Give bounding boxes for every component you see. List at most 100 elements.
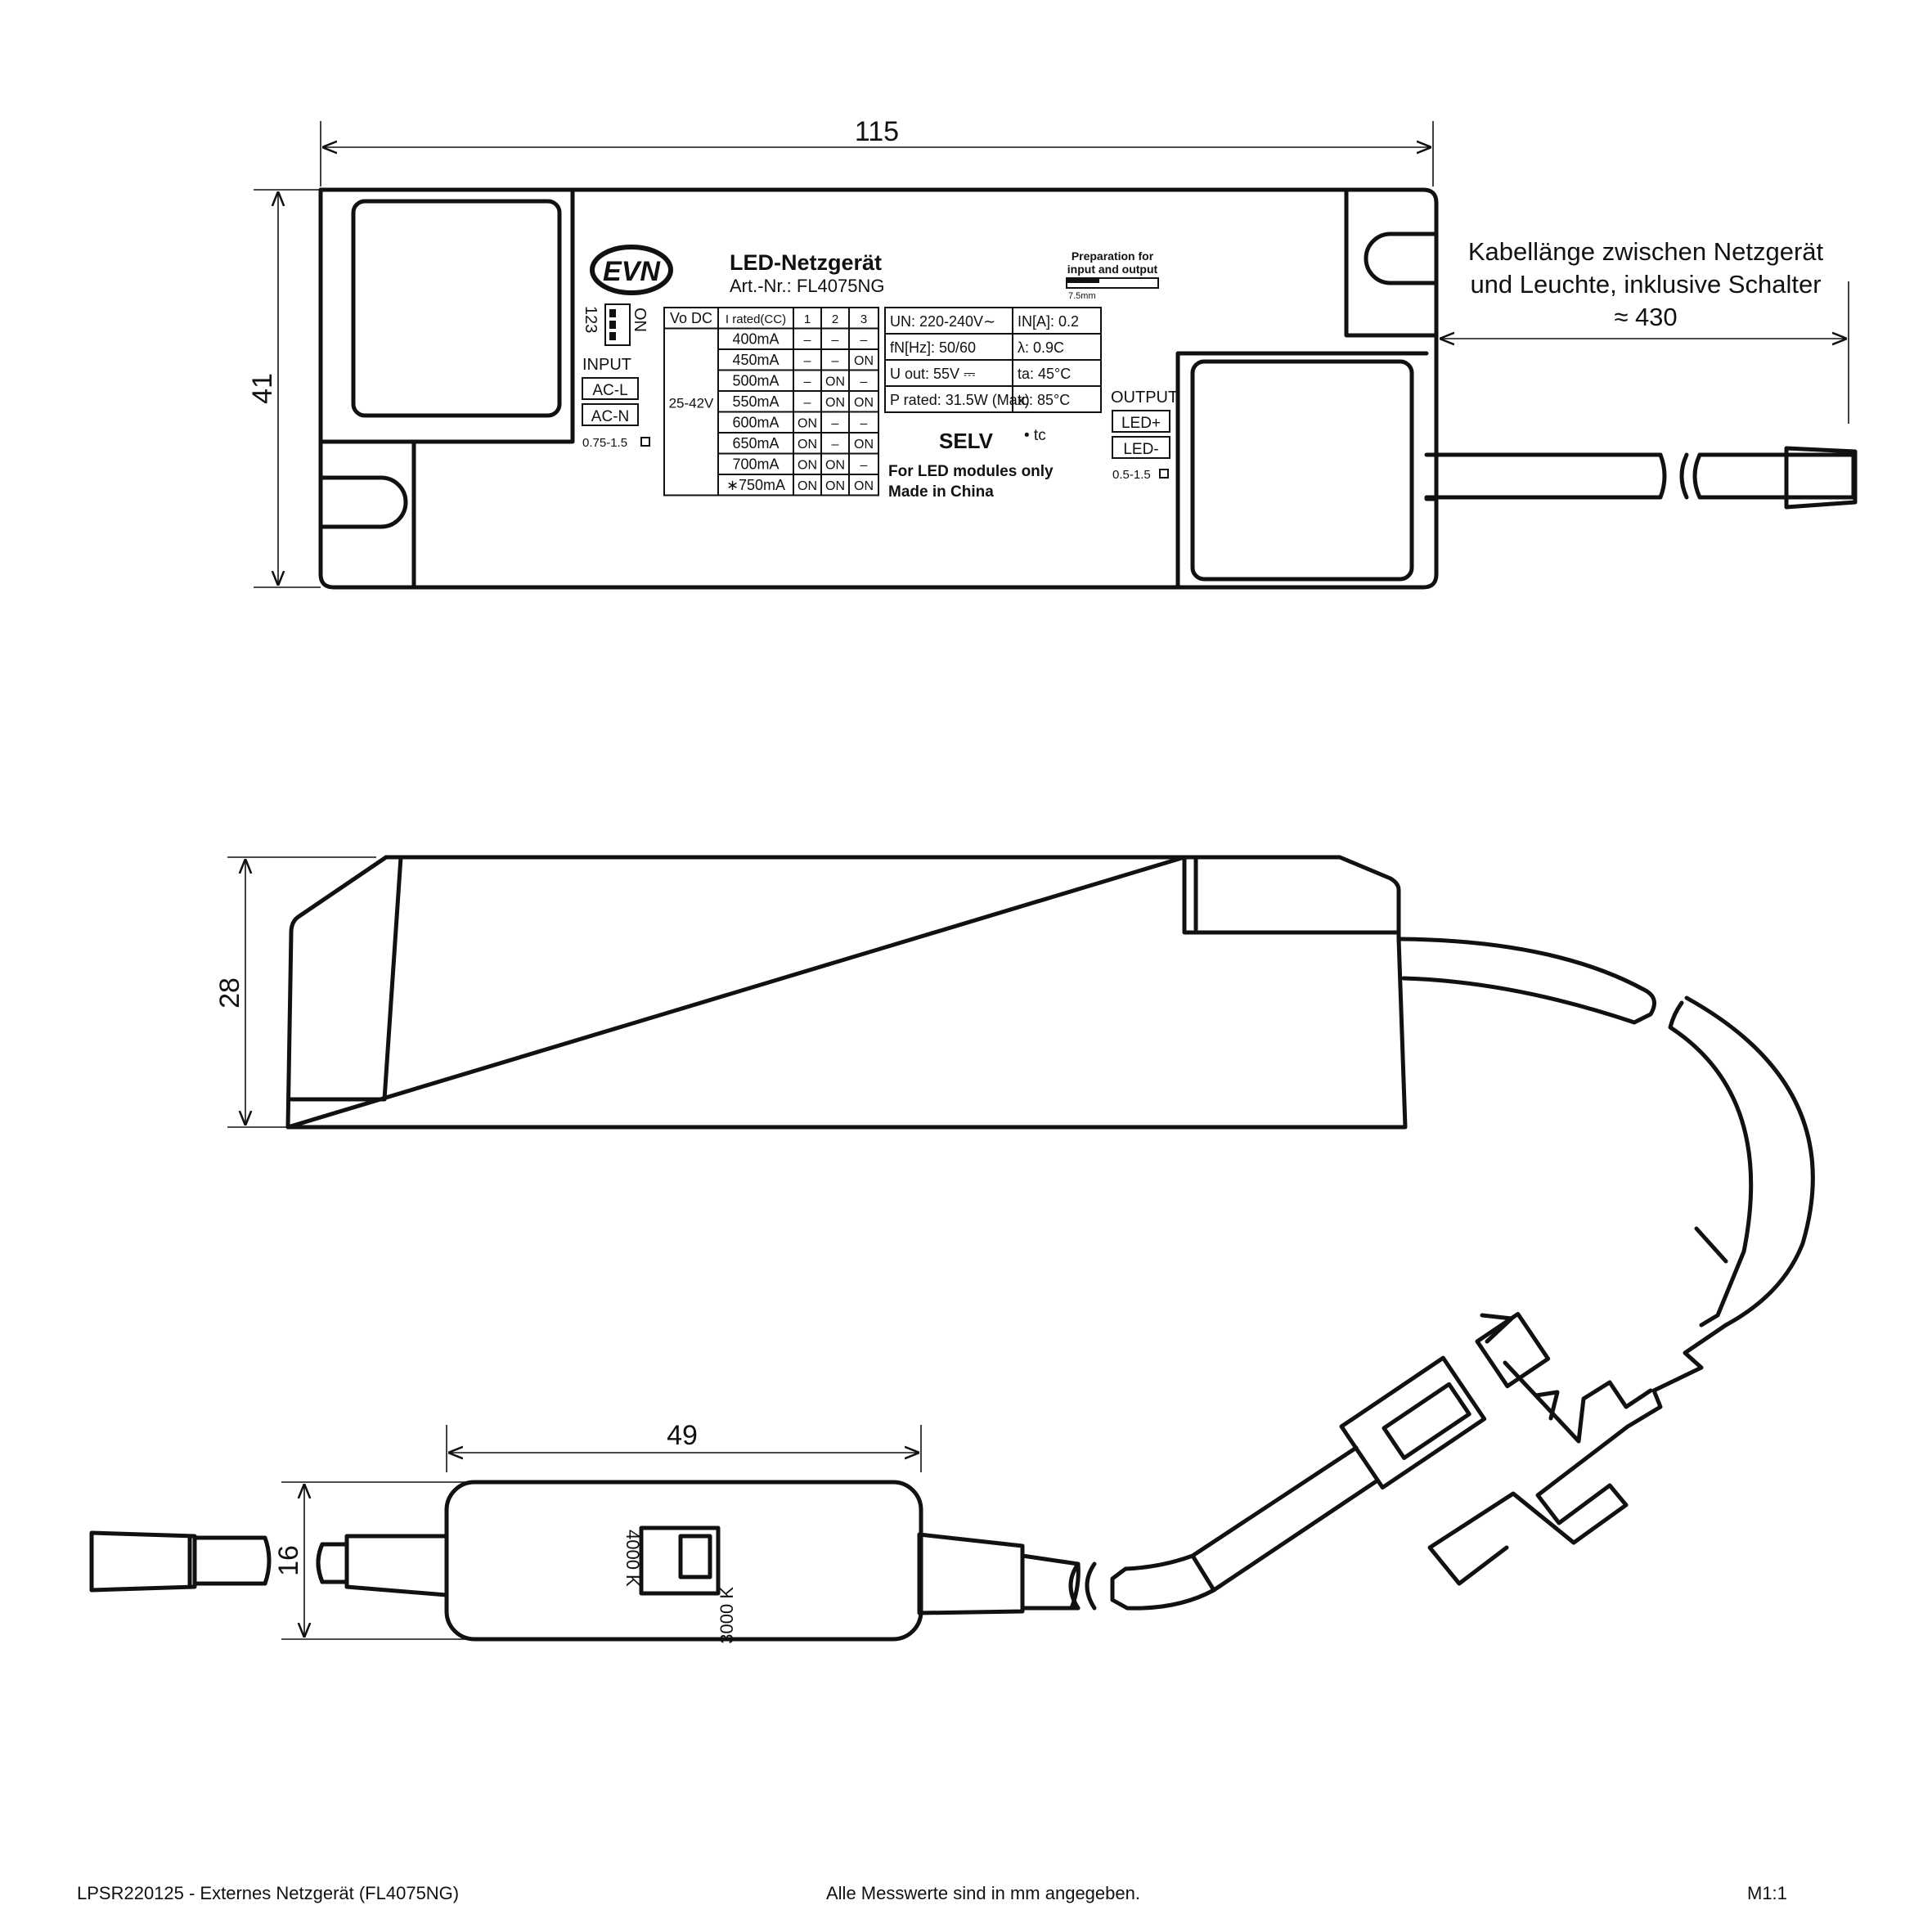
current-table-cell: ON [854, 438, 874, 452]
current-table-cell: 450mA [732, 352, 779, 368]
input-title: INPUT [582, 356, 631, 374]
ac-n-box [582, 403, 639, 426]
switch-left-cable [316, 1534, 449, 1597]
dip-pos-2 [609, 321, 616, 329]
current-table-cell: – [804, 354, 811, 368]
current-table-cell: 650mA [732, 435, 779, 452]
current-table-cell: – [832, 438, 839, 452]
spec-table-cell: U out: 55V ⎓ [890, 366, 975, 382]
cable-length-value: ≈ 430 [1614, 303, 1677, 331]
side-cover-lip [1182, 855, 1198, 932]
current-table-cell: – [860, 334, 868, 348]
cable-note-line1: Kabellänge zwischen Netzgerät [1468, 237, 1824, 266]
current-table-cell: – [860, 375, 868, 389]
inline-connector-body [1503, 1360, 1653, 1444]
slide-switch-frame [639, 1525, 721, 1596]
switch-housing [444, 1480, 923, 1642]
input-wire-square [640, 437, 650, 447]
left-terminal-window [351, 199, 562, 418]
spec-table-cell: fN[Hz]: 50/60 [890, 339, 976, 356]
current-table-cell: – [832, 354, 839, 368]
dip-switch-icon [604, 303, 631, 346]
led-minus-label: LED- [1123, 441, 1158, 458]
spec-table-cell: IN[A]: 0.2 [1018, 313, 1079, 330]
led-plus-label: LED+ [1121, 415, 1161, 432]
current-table-cell: 700mA [732, 456, 779, 473]
current-table-cell: ON [798, 417, 817, 431]
side-cable [1398, 937, 1656, 1025]
dip-pos-3 [609, 332, 616, 340]
spec-table-cell: tc: 85°C [1018, 392, 1070, 408]
side-cover-edge [289, 855, 403, 1102]
switch-height-value: 16 [273, 1545, 304, 1576]
inline-connector-cap [1475, 1311, 1551, 1389]
top-width-dimension: 115 [320, 116, 1434, 186]
inline-connector [1427, 1323, 1728, 1586]
prep-strip-fill [1067, 278, 1099, 283]
current-table-cell: – [832, 417, 839, 431]
prep-line-1: Preparation for [1072, 249, 1154, 263]
product-label: EVN LED-Netzgerät Art.-Nr.: FL4075NG Pre… [582, 245, 1178, 501]
spec-table-cell: UN: 220-240V∼ [890, 313, 995, 330]
cable-note-line2: und Leuchte, inklusive Schalter [1470, 270, 1821, 299]
logo-text: EVN [603, 256, 661, 287]
led-minus-box [1112, 436, 1170, 459]
voltage-range: 25-42V [669, 395, 714, 411]
current-table-frame [663, 307, 879, 496]
side-view: 28 [214, 855, 1815, 1615]
current-table-cell: ON [825, 375, 845, 389]
current-table-head: 1 [804, 312, 811, 326]
housing-outline-top [318, 187, 1439, 590]
footer-left: LPSR220125 - Externes Netzgerät (FL4075N… [77, 1883, 460, 1903]
side-height-dimension: 28 [214, 856, 376, 1128]
dip-on-label: ON [631, 308, 649, 332]
spec-table-cell: λ: 0.9C [1018, 339, 1064, 356]
top-view: 115 41 Kabellänge zwischen Netzgerät [247, 116, 1858, 590]
left-mounting-slot [318, 475, 408, 529]
top-width-value: 115 [855, 116, 899, 147]
left-cable-segment [192, 1535, 272, 1586]
current-table-cell: 400mA [732, 331, 779, 348]
inline-connector-housing [1339, 1355, 1487, 1490]
cct-switch: 49 16 4000 K 3000 K [89, 1420, 923, 1644]
current-table-cell: ON [854, 396, 874, 410]
right-terminal-window [1190, 359, 1414, 582]
right-terminal-cover [1175, 187, 1439, 590]
side-height-value: 28 [214, 977, 245, 1009]
ac-l-box [582, 377, 639, 400]
evn-logo [590, 245, 673, 295]
current-table-cell: ON [825, 479, 845, 493]
spec-table-cell: P rated: 31.5W (Max) [890, 392, 1030, 408]
inline-connector-window [1382, 1382, 1471, 1460]
made-in-note: Made in China [888, 483, 994, 501]
current-table-cell: ON [825, 459, 845, 473]
ac-n-label: AC-N [591, 408, 629, 425]
footer-right: M1:1 [1747, 1883, 1787, 1903]
current-table-cell: ON [854, 354, 874, 368]
led-plus-box [1112, 410, 1170, 433]
current-table-cell: ON [798, 479, 817, 493]
modules-note: For LED modules only [888, 463, 1054, 480]
left-plug [89, 1530, 197, 1593]
footer-center: Alle Messwerte sind in mm angegeben. [826, 1883, 1140, 1903]
dip-pos-1 [609, 309, 616, 317]
current-table-head: I rated(CC) [726, 312, 786, 326]
output-cable-top [1424, 452, 1667, 501]
current-table-cell: – [804, 375, 811, 389]
current-table-cell: ON [798, 438, 817, 452]
current-table-cell: – [860, 459, 868, 473]
top-height-value: 41 [247, 373, 278, 404]
current-table-head: 2 [832, 312, 838, 326]
right-mounting-slot [1364, 231, 1439, 285]
output-cable-top-end [1692, 446, 1858, 510]
side-cable-segment [1668, 995, 1815, 1328]
left-cable-break [316, 1542, 325, 1584]
slide-switch-knob [678, 1534, 712, 1579]
current-table-cell: – [804, 334, 811, 348]
prep-length: 7.5mm [1068, 291, 1096, 301]
switch-width-value: 49 [667, 1420, 698, 1451]
output-cable-break-line [1679, 452, 1689, 500]
spec-table-cell: ta: 45°C [1018, 366, 1071, 382]
